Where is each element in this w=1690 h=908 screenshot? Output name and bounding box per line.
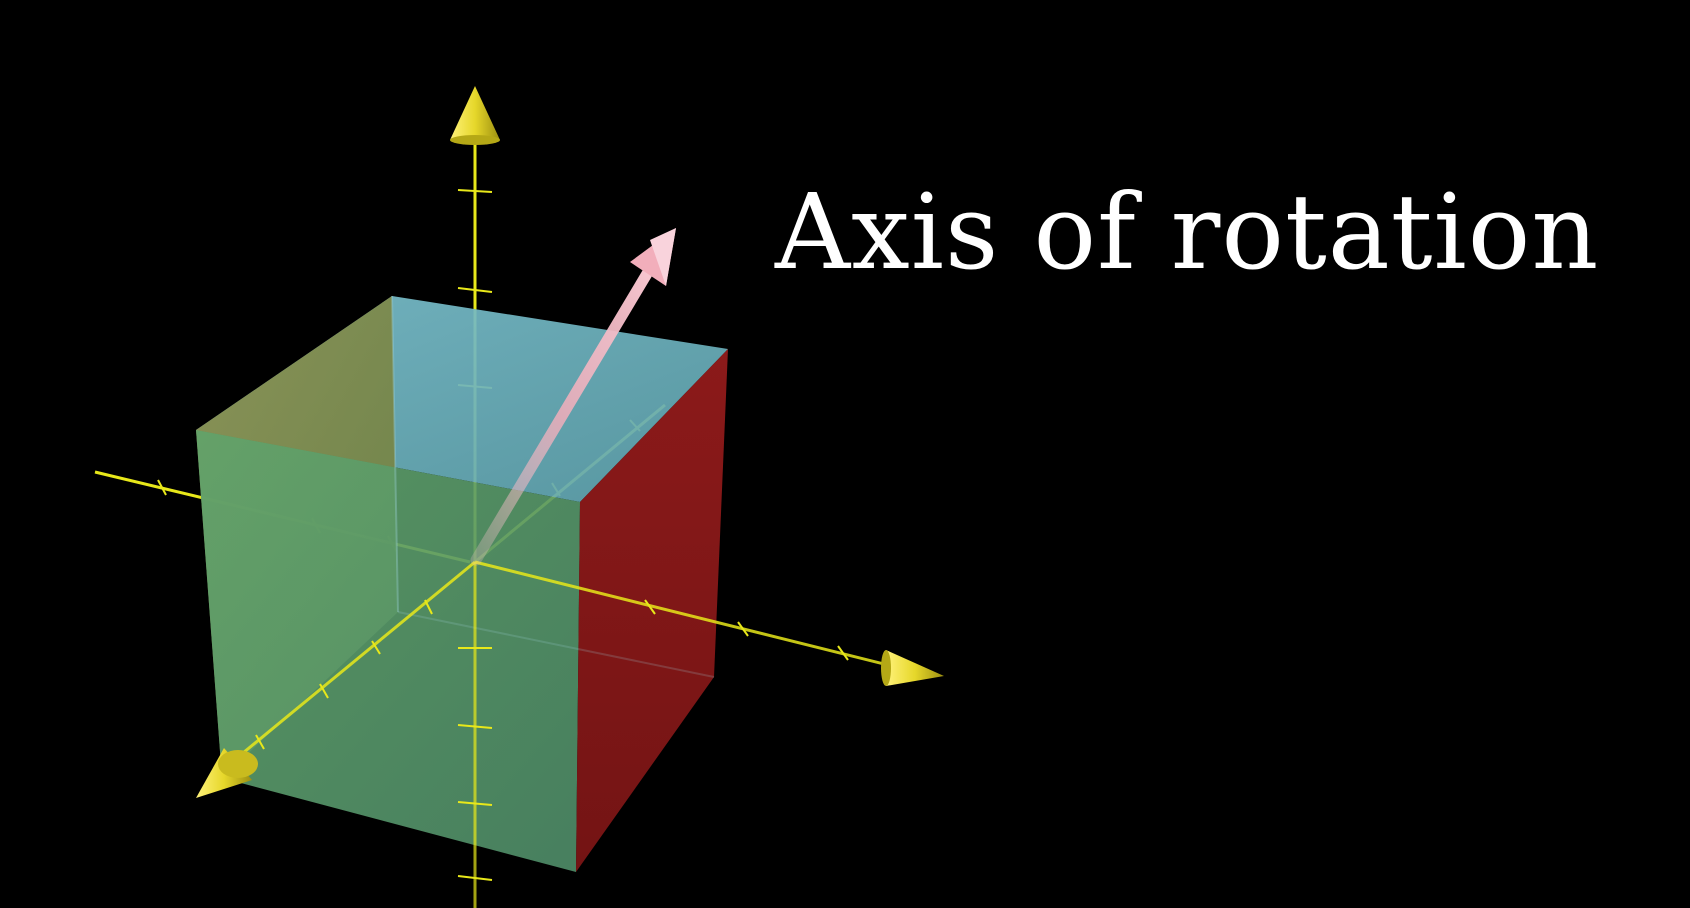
axis-arrowheads: [196, 86, 944, 798]
axis-ticks-front: [255, 599, 849, 881]
rotation-axis-vector: [470, 228, 676, 566]
cube-front-face: [196, 430, 580, 872]
x-axis-arrowhead: [886, 650, 944, 686]
x-axis-front-right: [474, 560, 901, 670]
axis-of-rotation-caption: Axis of rotation: [775, 171, 1600, 293]
z-axis-front: [231, 560, 476, 764]
cube: [196, 295, 728, 872]
y-axis-arrowhead: [450, 86, 500, 140]
axes-front: [231, 560, 901, 908]
